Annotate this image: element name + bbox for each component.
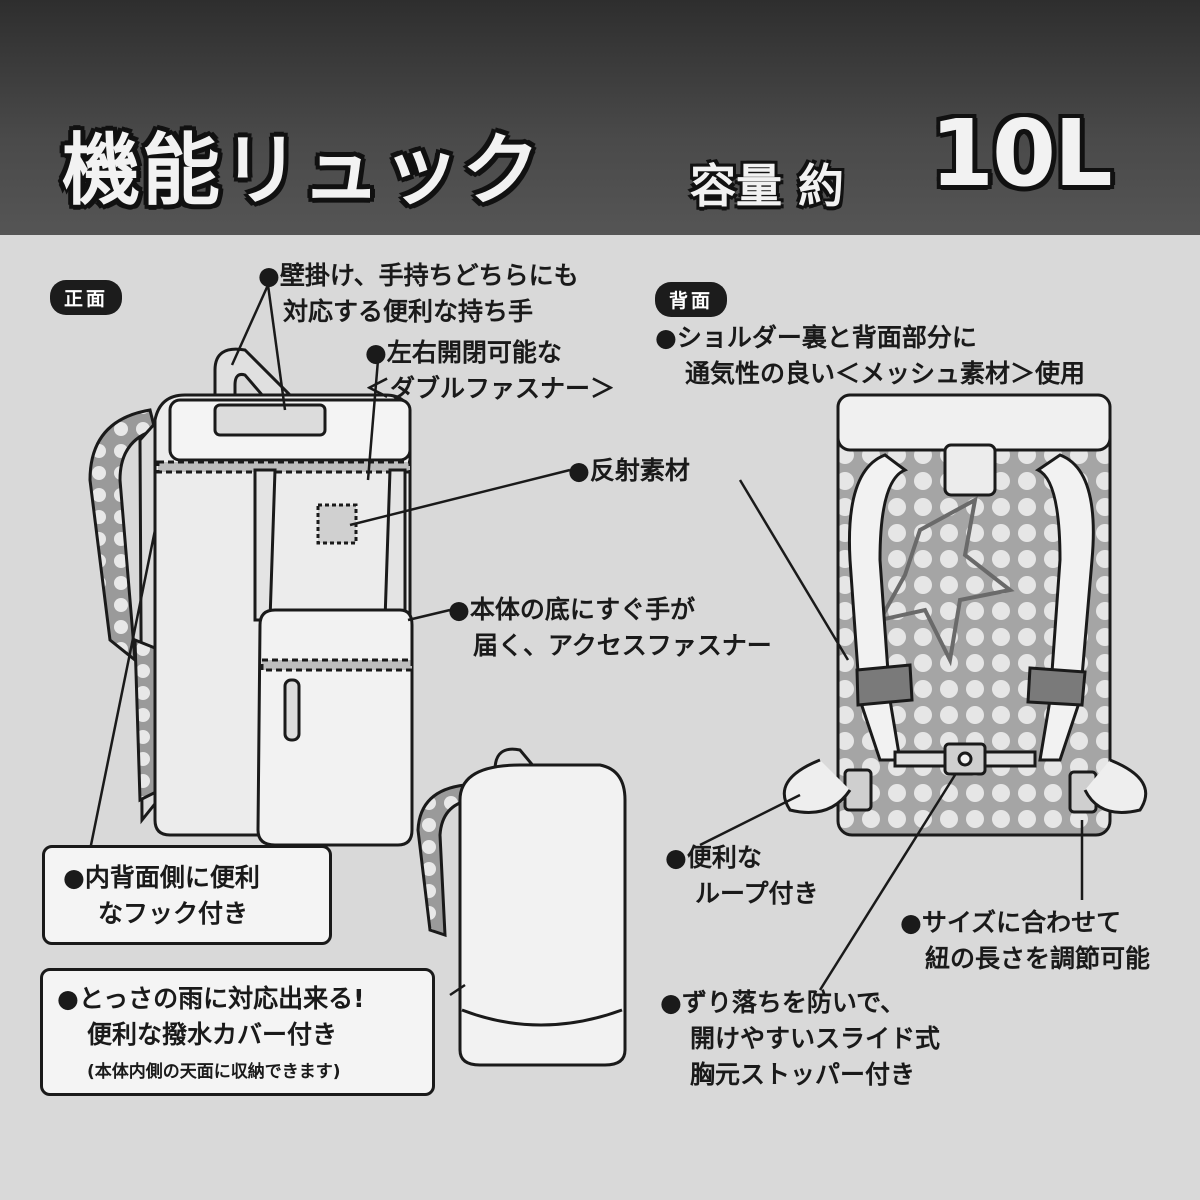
note-size-line1: ●サイズに合わせて <box>900 908 1122 937</box>
note-rain-line3: (本体内側の天面に収納できます) <box>87 1062 341 1082</box>
back-view-backpack <box>782 393 1148 837</box>
capacity-label: 容量 約 <box>690 159 845 213</box>
note-stopper-line1: ●ずり落ちを防いで、 <box>660 988 906 1017</box>
note-loop-line1: ●便利な <box>665 843 762 872</box>
note-rain-line1: ●とっさの雨に対応出来る! <box>57 984 365 1013</box>
back-label: 背面 <box>655 282 728 317</box>
page-title: 機能リュック <box>62 126 543 216</box>
note-handle: ●壁掛け、手持ちどちらにも 対応する便利な持ち手 <box>258 258 579 330</box>
note-loop: ●便利な ループ付き <box>665 840 819 912</box>
note-access-line1: ●本体の底にすぐ手が <box>448 595 696 624</box>
note-rain-box: ●とっさの雨に対応出来る! 便利な撥水カバー付き (本体内側の天面に収納できます… <box>40 968 435 1096</box>
note-chest-stopper: ●ずり落ちを防いで、 開けやすいスライド式 胸元ストッパー付き <box>660 985 940 1093</box>
capacity-value: 10L <box>930 100 1113 207</box>
note-stopper-line3: 胸元ストッパー付き <box>690 1060 916 1089</box>
note-access-zipper: ●本体の底にすぐ手が 届く、アクセスファスナー <box>448 592 772 664</box>
note-hook-box: ●内背面側に便利 なフック付き <box>42 845 332 945</box>
note-hook-line2: なフック付き <box>98 899 249 928</box>
note-zipper-line1: ●左右開閉可能な <box>365 338 562 367</box>
front-backpack <box>88 347 414 847</box>
note-mesh-line1: ●ショルダー裏と背面部分に <box>655 323 977 352</box>
note-rain-line2: 便利な撥水カバー付き <box>87 1020 338 1049</box>
header-band <box>0 0 1200 235</box>
note-handle-line1: ●壁掛け、手持ちどちらにも <box>258 261 579 290</box>
note-hook-line1: ●内背面側に便利 <box>63 863 260 892</box>
leader-lines <box>88 284 1084 997</box>
note-stopper-line2: 開けやすいスライド式 <box>690 1024 941 1053</box>
rain-cover-backpack <box>416 747 627 1067</box>
note-access-line2: 届く、アクセスファスナー <box>473 631 772 660</box>
note-size-adjust: ●サイズに合わせて 紐の長さを調節可能 <box>900 905 1150 977</box>
note-size-line2: 紐の長さを調節可能 <box>925 944 1151 973</box>
front-label: 正面 <box>50 280 123 315</box>
note-mesh-line2: 通気性の良い＜メッシュ素材＞使用 <box>685 359 1086 388</box>
note-zipper: ●左右開閉可能な ＜ダブルファスナー＞ <box>365 335 615 407</box>
note-reflector: ●反射素材 <box>568 456 690 485</box>
note-zipper-line2: ＜ダブルファスナー＞ <box>365 374 616 403</box>
note-loop-line2: ループ付き <box>695 879 819 908</box>
note-handle-line2: 対応する便利な持ち手 <box>283 297 534 326</box>
note-mesh: ●ショルダー裏と背面部分に 通気性の良い＜メッシュ素材＞使用 <box>655 320 1085 392</box>
